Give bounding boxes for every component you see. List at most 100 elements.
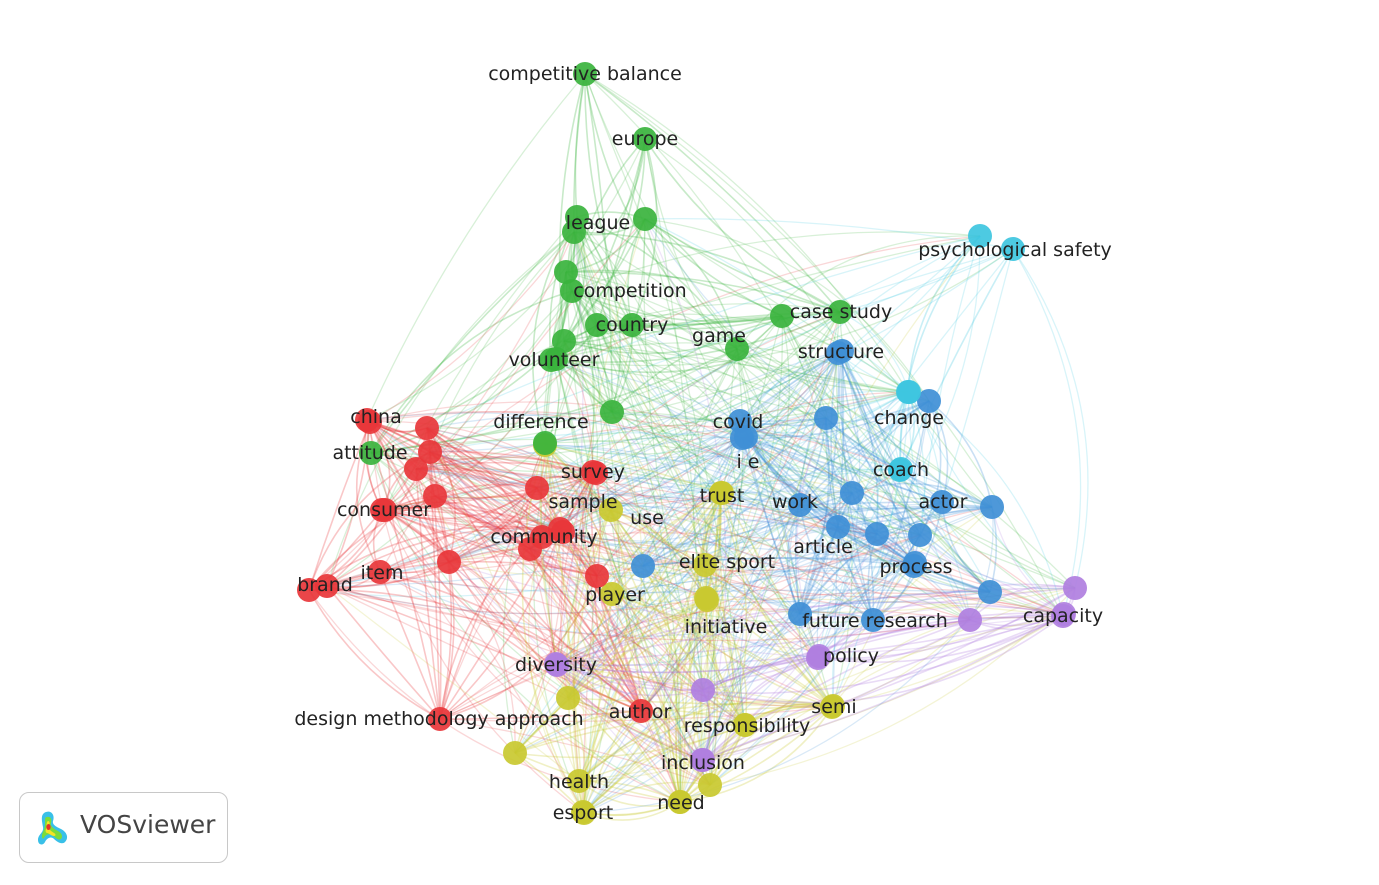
network-node[interactable] (930, 490, 954, 514)
network-link (366, 419, 450, 563)
network-node[interactable] (620, 313, 644, 337)
network-node[interactable] (571, 800, 595, 824)
network-node[interactable] (599, 498, 623, 522)
network-node[interactable] (530, 525, 554, 549)
network-node[interactable] (908, 523, 932, 547)
network-node[interactable] (695, 588, 719, 612)
network-link (908, 391, 1064, 617)
network-node[interactable] (830, 339, 854, 363)
network-node[interactable] (814, 406, 838, 430)
network-link (415, 468, 703, 761)
network-link (567, 492, 722, 699)
network-node[interactable] (552, 329, 576, 353)
network-node[interactable] (889, 457, 913, 481)
network-link (583, 591, 991, 814)
network-link (907, 391, 1064, 617)
network-node[interactable] (585, 313, 609, 337)
network-node[interactable] (725, 337, 749, 361)
network-link (788, 504, 819, 659)
network-node[interactable] (734, 425, 758, 449)
network-node[interactable] (978, 580, 1002, 604)
network-node[interactable] (581, 460, 605, 484)
network-link (370, 452, 594, 473)
network-node[interactable] (770, 304, 794, 328)
network-node[interactable] (415, 416, 439, 440)
network-node[interactable] (600, 582, 624, 606)
network-node[interactable] (821, 694, 845, 718)
network-node[interactable] (359, 441, 383, 465)
network-node[interactable] (698, 773, 722, 797)
network-node[interactable] (788, 493, 812, 517)
network-node[interactable] (629, 699, 653, 723)
network-link (583, 534, 921, 814)
network-node[interactable] (573, 62, 597, 86)
network-node[interactable] (423, 484, 447, 508)
network-link (741, 235, 981, 439)
network-node[interactable] (358, 410, 382, 434)
network-link (702, 619, 971, 761)
network-node[interactable] (788, 602, 812, 626)
network-link (702, 348, 744, 691)
network-link (555, 663, 704, 761)
network-node[interactable] (503, 741, 527, 765)
network-node[interactable] (554, 260, 578, 284)
network-link (448, 481, 853, 563)
network-node[interactable] (693, 553, 717, 577)
network-node[interactable] (297, 578, 321, 602)
network-node[interactable] (315, 574, 339, 598)
network-node[interactable] (828, 300, 852, 324)
network-node[interactable] (633, 127, 657, 151)
network-link (555, 662, 746, 726)
network-node[interactable] (544, 347, 568, 371)
network-node[interactable] (897, 380, 921, 404)
network-node[interactable] (565, 205, 589, 229)
network-node[interactable] (525, 476, 549, 500)
network-link (818, 619, 971, 661)
network-node[interactable] (404, 457, 428, 481)
network-link (429, 451, 703, 761)
network-node[interactable] (567, 769, 591, 793)
network-link (308, 421, 371, 591)
network-link (736, 348, 971, 621)
network-node[interactable] (668, 790, 692, 814)
network-node[interactable] (544, 652, 568, 676)
network-link (592, 471, 708, 601)
network-link (739, 352, 839, 422)
network-node[interactable] (437, 550, 461, 574)
network-node[interactable] (428, 707, 452, 731)
network-node[interactable] (600, 400, 624, 424)
network-node[interactable] (691, 678, 715, 702)
network-node[interactable] (556, 686, 580, 710)
network-link (839, 248, 1014, 313)
network-node[interactable] (373, 498, 397, 522)
network-link (571, 290, 613, 413)
network-node[interactable] (826, 515, 850, 539)
network-node[interactable] (807, 644, 831, 668)
network-node[interactable] (418, 440, 442, 464)
network-node[interactable] (533, 431, 557, 455)
network-node[interactable] (1063, 576, 1087, 600)
network-node[interactable] (917, 389, 941, 413)
network-node[interactable] (709, 481, 733, 505)
network-link (556, 657, 819, 674)
network-node[interactable] (865, 522, 889, 546)
network-node[interactable] (840, 481, 864, 505)
network-node[interactable] (691, 748, 715, 772)
network-node[interactable] (903, 551, 927, 575)
network-node[interactable] (1052, 602, 1076, 626)
network-node[interactable] (631, 554, 655, 578)
network-node[interactable] (980, 495, 1004, 519)
network-node[interactable] (733, 713, 757, 737)
network-node[interactable] (585, 564, 609, 588)
network-node[interactable] (368, 560, 392, 584)
network-node[interactable] (633, 207, 657, 231)
network-node[interactable] (551, 520, 575, 544)
network-node[interactable] (1001, 237, 1025, 261)
network-link (326, 585, 707, 615)
network-node[interactable] (560, 279, 584, 303)
network-link (582, 526, 839, 813)
network-node[interactable] (968, 224, 992, 248)
network-node[interactable] (958, 608, 982, 632)
network-node[interactable] (861, 608, 885, 632)
